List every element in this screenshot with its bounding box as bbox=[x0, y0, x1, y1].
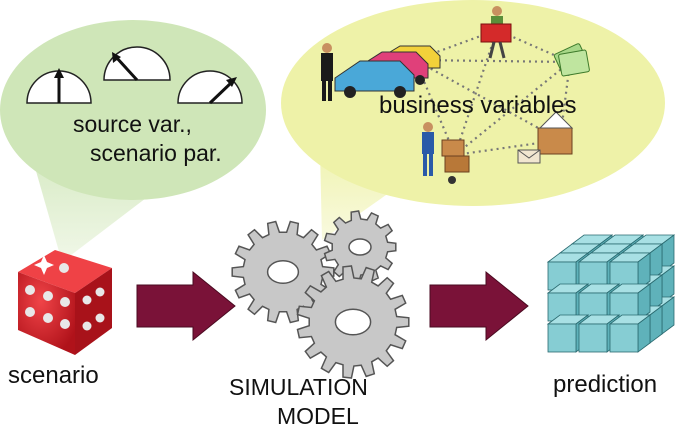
source-label-line2: scenario par. bbox=[90, 140, 222, 166]
prediction-label: prediction bbox=[553, 371, 657, 398]
gauge-icon bbox=[177, 70, 243, 105]
gear-hole bbox=[348, 238, 372, 256]
source-label-line1: source var., bbox=[73, 111, 192, 137]
person-icon bbox=[480, 6, 512, 59]
car-icon bbox=[334, 45, 441, 98]
person-icon bbox=[321, 43, 333, 101]
business-label: business variables bbox=[379, 92, 576, 119]
dice-icon bbox=[18, 250, 112, 355]
cube-face bbox=[609, 323, 639, 353]
money-icon bbox=[553, 43, 590, 77]
gear-hole bbox=[266, 260, 300, 284]
gears-group bbox=[231, 210, 410, 379]
gear-hole bbox=[334, 308, 372, 336]
arrow-icon bbox=[136, 270, 236, 342]
gauge-icon bbox=[26, 68, 92, 104]
gauge-icon bbox=[103, 46, 171, 82]
package-icon bbox=[441, 139, 470, 184]
source-bubble: source var., scenario par. bbox=[0, 20, 266, 262]
mail-icon bbox=[517, 111, 574, 164]
simulation-label-line1: SIMULATION bbox=[229, 374, 368, 400]
cube-face bbox=[578, 323, 608, 353]
scenario-label: scenario bbox=[8, 362, 99, 389]
business-bubble: business variables bbox=[281, 0, 665, 240]
arrow-icon bbox=[429, 270, 529, 342]
person-icon bbox=[422, 122, 470, 184]
cube-grid-icon bbox=[546, 234, 676, 353]
simulation-label-line2: MODEL bbox=[277, 403, 359, 429]
cube-face bbox=[547, 323, 577, 353]
